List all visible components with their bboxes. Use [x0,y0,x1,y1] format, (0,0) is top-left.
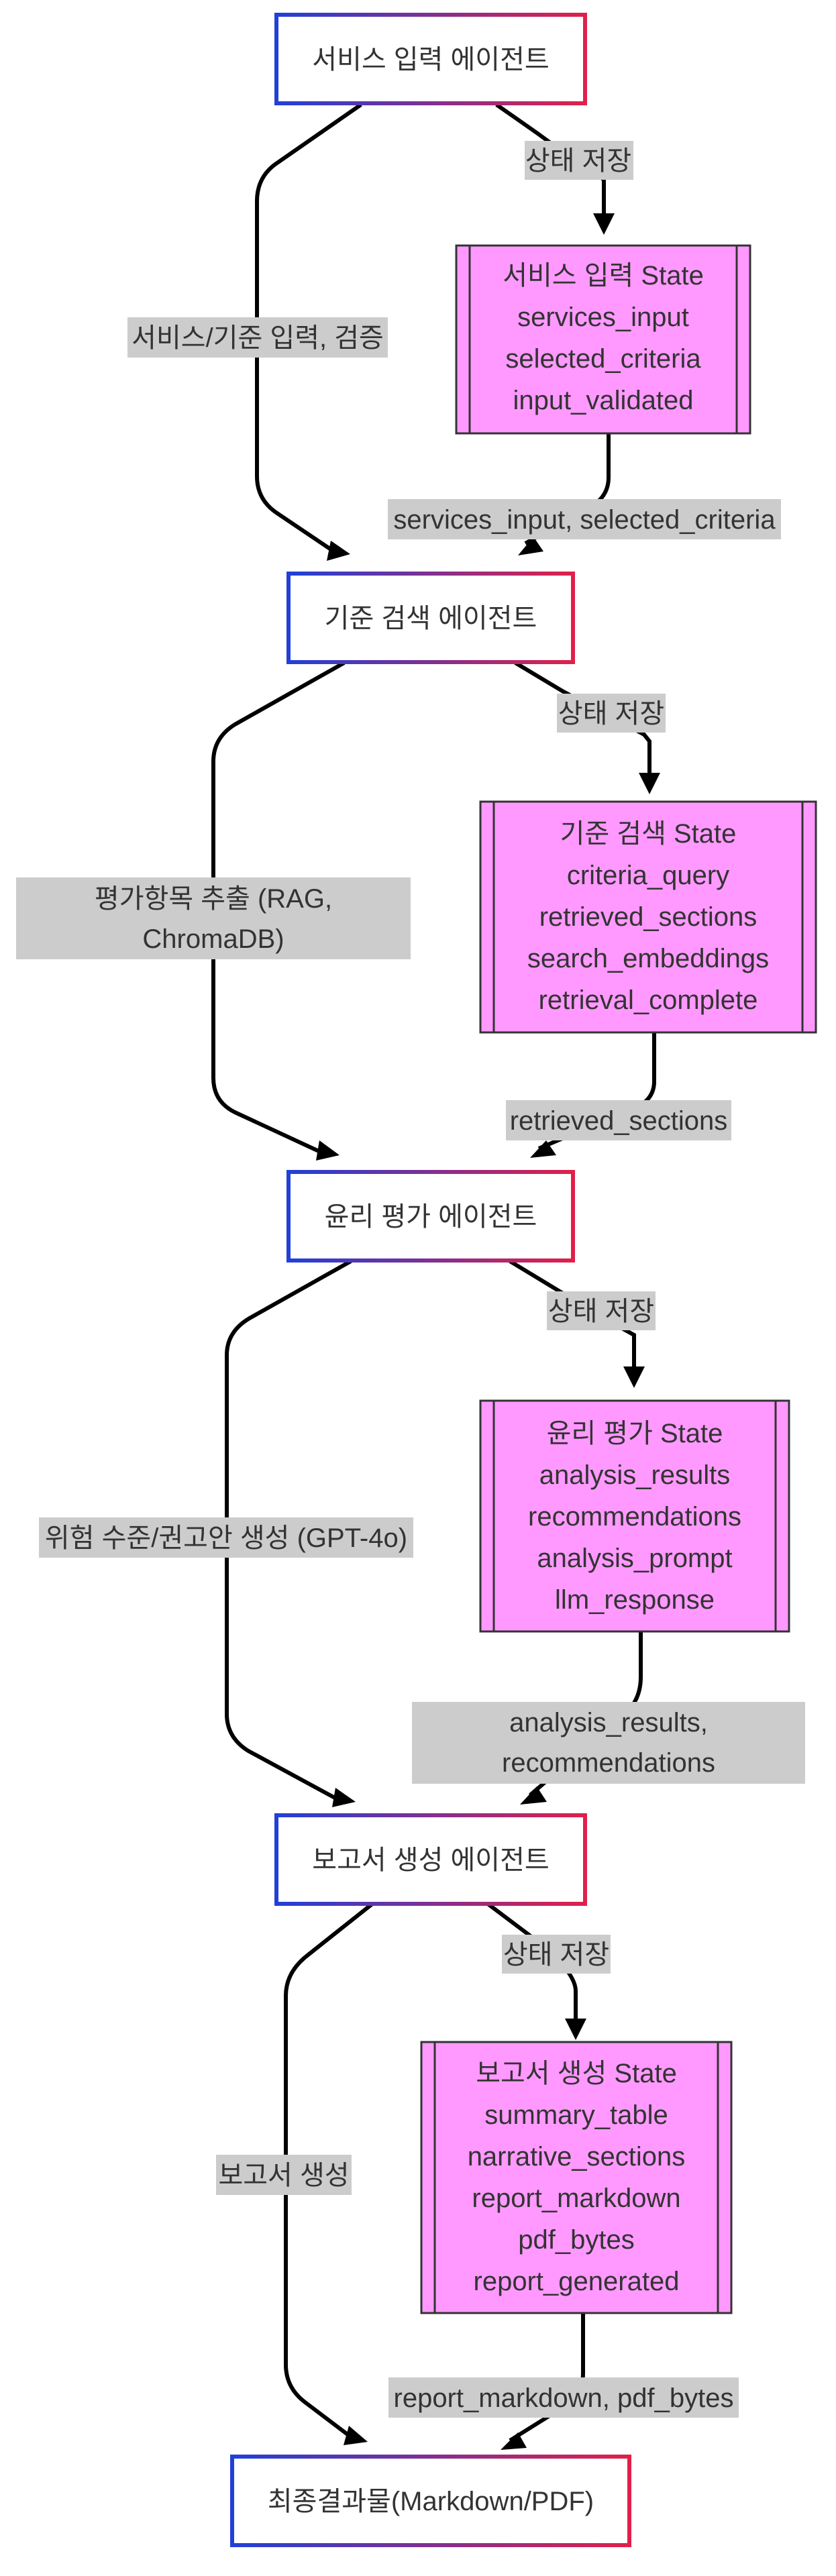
svg-text:services_input, selected_crite: services_input, selected_criteria [393,505,776,535]
svg-text:recommendations: recommendations [502,1748,715,1778]
svg-text:recommendations: recommendations [528,1502,741,1532]
state-node-report-gen: 보고서 생성 State summary_table narrative_sec… [420,2041,733,2314]
svg-text:retrieved_sections: retrieved_sections [510,1106,728,1136]
svg-text:llm_response: llm_response [555,1585,715,1615]
svg-text:retrieval_complete: retrieval_complete [539,985,758,1015]
edge-label-state4-out: report_markdown, pdf_bytes [388,2377,739,2418]
svg-text:윤리 평가 State: 윤리 평가 State [547,1419,723,1448]
svg-text:retrieved_sections: retrieved_sections [539,902,757,932]
agent-node-criteria-search: 기준 검색 에이전트 [286,572,575,664]
edge-label-save-state-3: 상태 저장 [547,1291,656,1330]
svg-text:selected_criteria: selected_criteria [505,344,701,374]
edge-label-report-to-final: 보고서 생성 [216,2155,352,2195]
svg-text:criteria_query: criteria_query [567,861,729,890]
edge-label-state2-out: retrieved_sections [506,1100,731,1140]
svg-text:상태 저장: 상태 저장 [548,1297,654,1326]
svg-text:보고서 생성 에이전트: 보고서 생성 에이전트 [312,1845,549,1875]
svg-text:평가항목 추출 (RAG,: 평가항목 추출 (RAG, [95,884,332,914]
agent-node-final-output: 최종결과물(Markdown/PDF) [230,2455,631,2547]
state-node-service-input: 서비스 입력 State services_input selected_cri… [455,244,751,435]
svg-text:보고서 생성: 보고서 생성 [218,2161,349,2190]
svg-text:ChromaDB): ChromaDB) [142,924,284,954]
svg-text:보고서 생성 State: 보고서 생성 State [476,2059,677,2088]
edge-label-criteria-to-ethics: 평가항목 추출 (RAG, ChromaDB) [16,877,411,959]
svg-text:상태 저장: 상태 저장 [558,699,664,729]
edge-label-save-state-2: 상태 저장 [557,694,666,733]
svg-text:최종결과물(Markdown/PDF): 최종결과물(Markdown/PDF) [268,2487,594,2516]
edge-label-service-to-criteria: 서비스/기준 입력, 검증 [127,317,388,358]
svg-text:기준 검색 State: 기준 검색 State [560,819,737,849]
svg-text:report_generated: report_generated [474,2267,680,2296]
svg-text:pdf_bytes: pdf_bytes [518,2225,634,2255]
agent-node-report-gen: 보고서 생성 에이전트 [274,1813,587,1906]
svg-text:search_embeddings: search_embeddings [527,944,769,973]
svg-text:services_input: services_input [517,303,689,332]
state-node-ethics-eval: 윤리 평가 State analysis_results recommendat… [479,1399,790,1633]
svg-text:report_markdown, pdf_bytes: report_markdown, pdf_bytes [394,2383,734,2413]
svg-text:상태 저장: 상태 저장 [525,146,631,176]
svg-text:analysis_results: analysis_results [539,1460,731,1490]
edge-label-state3-out: analysis_results, recommendations [412,1702,805,1784]
svg-text:서비스/기준 입력, 검증: 서비스/기준 입력, 검증 [132,323,384,353]
svg-text:상태 저장: 상태 저장 [503,1940,609,1970]
agent-node-ethics-eval: 윤리 평가 에이전트 [286,1170,575,1263]
state-node-criteria-search: 기준 검색 State criteria_query retrieved_sec… [479,800,817,1034]
svg-text:기준 검색 에이전트: 기준 검색 에이전트 [325,604,537,633]
svg-text:윤리 평가 에이전트: 윤리 평가 에이전트 [325,1202,537,1232]
svg-text:analysis_prompt: analysis_prompt [537,1544,732,1573]
svg-text:narrative_sections: narrative_sections [468,2142,686,2171]
svg-text:input_validated: input_validated [513,386,693,415]
edge-criteria-to-save2 [514,661,660,794]
svg-text:report_markdown: report_markdown [472,2184,680,2213]
edge-label-state1-out: services_input, selected_criteria [388,499,781,539]
svg-text:analysis_results,: analysis_results, [509,1708,708,1737]
edge-label-save-state-1: 상태 저장 [525,141,633,180]
agent-node-service-input: 서비스 입력 에이전트 [274,13,587,105]
svg-text:서비스 입력 에이전트: 서비스 입력 에이전트 [312,45,549,74]
svg-text:summary_table: summary_table [484,2100,668,2130]
svg-text:위험 수준/권고안 생성 (GPT-4o): 위험 수준/권고안 생성 (GPT-4o) [45,1523,407,1553]
svg-text:서비스 입력 State: 서비스 입력 State [503,261,704,290]
edge-label-save-state-4: 상태 저장 [502,1935,611,1974]
edge-label-ethics-to-report: 위험 수준/권고안 생성 (GPT-4o) [39,1517,413,1558]
